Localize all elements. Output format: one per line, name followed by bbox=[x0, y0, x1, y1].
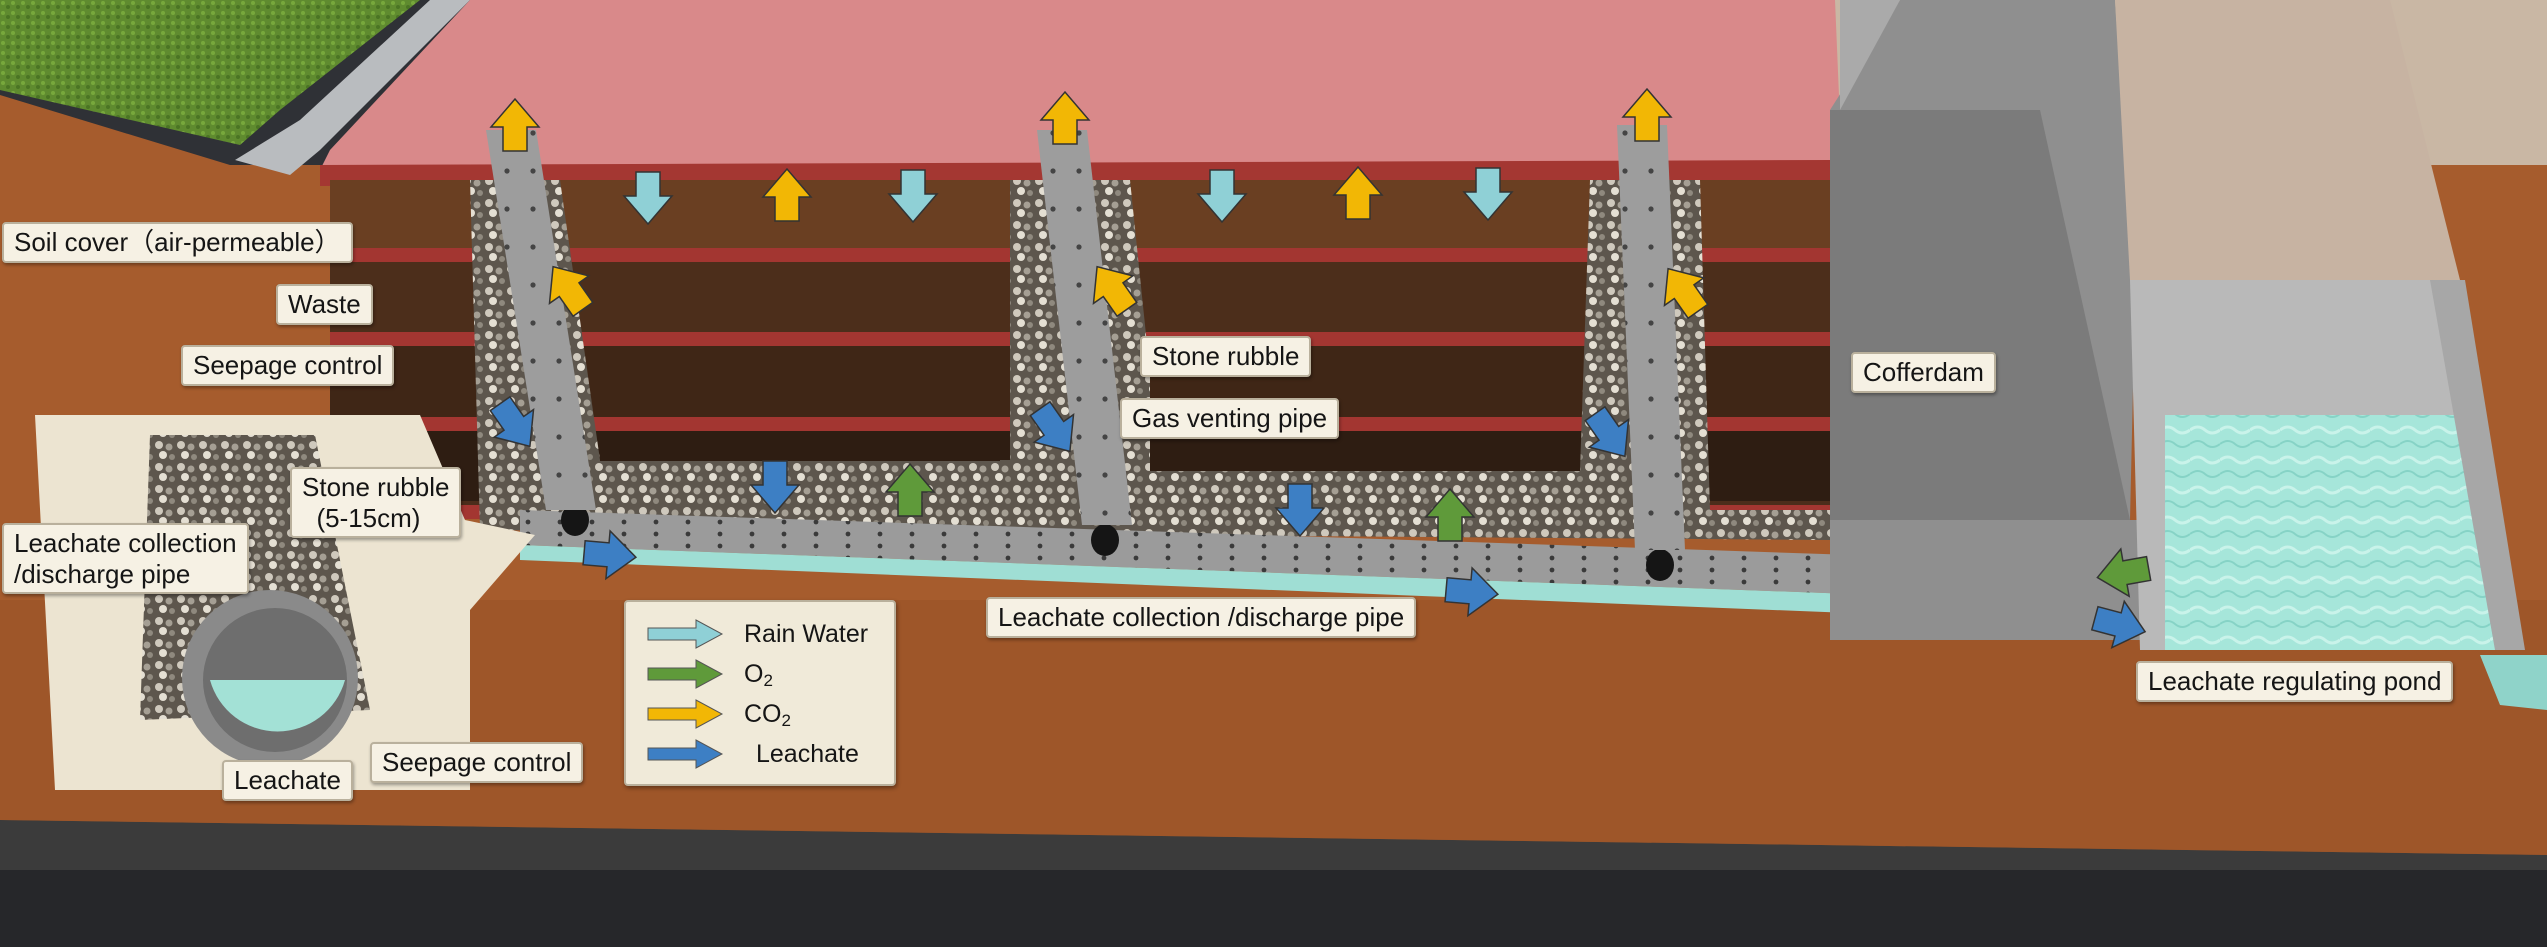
legend-label-leachate: Leachate bbox=[756, 740, 859, 768]
legend-label-co2-main: CO bbox=[744, 700, 782, 728]
label-leachate-pipe-inset: Leachate collection /discharge pipe bbox=[2, 523, 249, 595]
outlet-channel bbox=[2480, 655, 2547, 710]
grass bbox=[0, 0, 420, 145]
legend-label-co2: CO2 bbox=[744, 700, 791, 731]
label-soil-cover: Soil cover（air-permeable） bbox=[2, 222, 353, 263]
label-waste: Waste bbox=[276, 284, 373, 325]
co2-arrow-icon bbox=[647, 699, 724, 729]
inset-pipe-water bbox=[210, 680, 345, 732]
vent-pipe-1 bbox=[486, 130, 596, 510]
pond-water bbox=[2165, 415, 2500, 650]
cofferdam-face bbox=[1830, 110, 2130, 520]
leachate-arrow-icon bbox=[647, 739, 724, 769]
display-base-edge bbox=[0, 870, 2547, 947]
pond-back bbox=[2115, 0, 2460, 280]
bottom-pipe bbox=[520, 510, 2150, 605]
pipe-opening-3 bbox=[1646, 549, 1674, 581]
pond-rim-right bbox=[2430, 280, 2525, 650]
vent-pipe-3 bbox=[1617, 125, 1685, 550]
label-leachate-inset: Leachate bbox=[222, 760, 353, 801]
label-stone-rubble-inset: Stone rubble (5-15cm) bbox=[290, 467, 462, 539]
legend-label-rain: Rain Water bbox=[744, 620, 869, 648]
drain-channel bbox=[235, 0, 470, 175]
legend-label-o2-sub: 2 bbox=[763, 671, 773, 690]
label-seepage-control-upper: Seepage control bbox=[181, 345, 395, 386]
legend-label-o2-main: O bbox=[744, 660, 764, 688]
legend-label-co2-sub: 2 bbox=[781, 711, 791, 730]
pipe-opening-1 bbox=[561, 504, 589, 536]
label-stone-rubble: Stone rubble bbox=[1140, 336, 1312, 377]
top-cover-surface bbox=[320, 0, 1840, 170]
bottom-water bbox=[520, 545, 2150, 625]
rain-arrow-icon bbox=[647, 619, 724, 649]
label-seepage-control-lower: Seepage control bbox=[370, 742, 584, 783]
legend-label-o2: O2 bbox=[744, 660, 773, 691]
label-cofferdam: Cofferdam bbox=[1851, 352, 1996, 393]
label-leachate-pipe-main: Leachate collection /discharge pipe bbox=[986, 597, 1417, 638]
label-gas-venting-pipe: Gas venting pipe bbox=[1120, 398, 1340, 439]
o2-arrow-icon bbox=[647, 659, 724, 689]
vent-pipe-2 bbox=[1037, 130, 1132, 525]
pipe-opening-2 bbox=[1091, 524, 1119, 556]
legend: Rain Water O2 CO2 Leachate bbox=[624, 600, 896, 786]
label-regulating-pond: Leachate regulating pond bbox=[2136, 661, 2454, 702]
cofferdam-top bbox=[1840, 0, 1900, 110]
